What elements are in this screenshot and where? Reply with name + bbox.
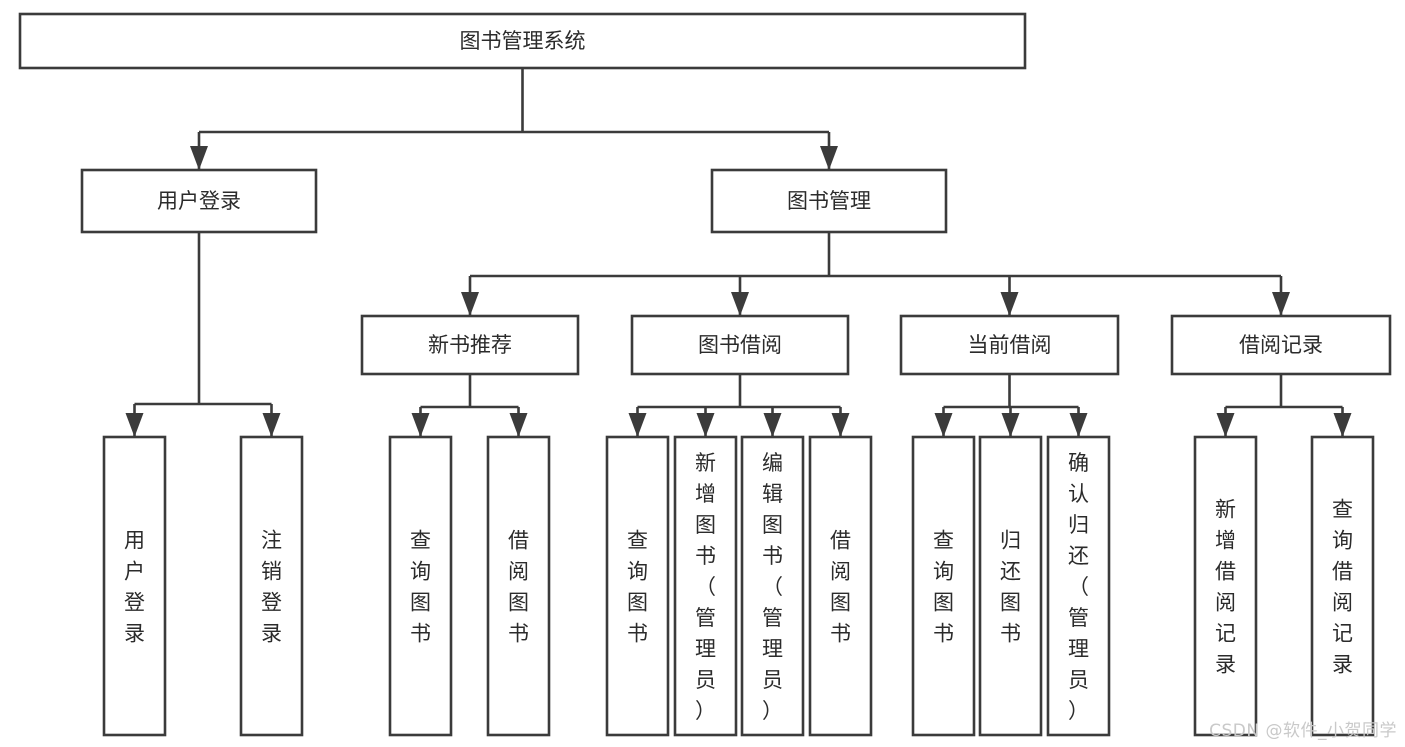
node-label: 图书管理系统 [460,29,586,53]
node-label: 归还图书 [1000,529,1021,646]
arrow-head-icon [509,413,528,437]
node-label: 注销登录 [261,529,282,646]
node-leaf-5[interactable]: 新增图书（管理员） [673,435,738,737]
node-label: 确认归还（管理员） [1068,451,1089,723]
node-box [1170,314,1392,376]
node-label: 新增借阅记录 [1215,498,1236,677]
node-leaf-8[interactable]: 查询图书 [911,435,976,737]
node-label: 查询图书 [410,529,431,646]
node-box [808,435,873,737]
node-root-system[interactable]: 图书管理系统 [18,12,1027,70]
node-box [1193,435,1258,737]
node-leaf-1[interactable]: 注销登录 [239,435,304,737]
node-leaf-7[interactable]: 借阅图书 [808,435,873,737]
node-level3-3[interactable]: 借阅记录 [1170,314,1392,376]
node-leaf-0[interactable]: 用户登录 [102,435,167,737]
arrow-head-icon [125,413,144,437]
node-box [899,314,1120,376]
node-leaf-9[interactable]: 归还图书 [978,435,1043,737]
node-leaf-3[interactable]: 借阅图书 [486,435,551,737]
node-leaf-6[interactable]: 编辑图书（管理员） [740,435,805,737]
node-label: 图书借阅 [698,333,782,357]
node-box [630,314,850,376]
arrow-head-icon [696,413,715,437]
arrow-head-icon [934,413,953,437]
node-box [486,435,551,737]
node-label: 借阅图书 [508,529,529,646]
arrow-head-icon [411,413,430,437]
node-box [605,435,670,737]
node-box [239,435,304,737]
csdn-watermark: CSDN @软件_小贺同学 [1209,721,1397,741]
node-level3-1[interactable]: 图书借阅 [630,314,850,376]
node-label: 借阅记录 [1239,333,1323,357]
node-box [388,435,453,737]
node-leaf-12[interactable]: 查询借阅记录 [1310,435,1375,737]
node-box [710,168,948,234]
node-label: 查询图书 [627,529,648,646]
node-box [360,314,580,376]
node-box [978,435,1043,737]
node-leaf-11[interactable]: 新增借阅记录 [1193,435,1258,737]
node-label: 图书管理 [787,189,871,213]
node-label: 用户登录 [124,529,145,646]
arrow-head-icon [628,413,647,437]
connector-layer [125,68,1352,437]
arrow-head-icon [1069,413,1088,437]
node-level2-1[interactable]: 图书管理 [710,168,948,234]
node-label: 用户登录 [157,189,241,213]
node-label: 查询图书 [933,529,954,646]
arrow-head-icon [461,292,479,316]
arrow-head-icon [1333,413,1352,437]
node-label: 当前借阅 [968,333,1052,357]
arrow-head-icon [763,413,782,437]
node-box [911,435,976,737]
node-leaf-4[interactable]: 查询图书 [605,435,670,737]
node-box [80,168,318,234]
arrow-head-icon [831,413,850,437]
arrow-head-icon [1272,292,1290,316]
node-level3-0[interactable]: 新书推荐 [360,314,580,376]
arrow-head-icon [820,146,838,170]
arrow-head-icon [1216,413,1235,437]
node-leaf-2[interactable]: 查询图书 [388,435,453,737]
node-box [1046,435,1111,737]
node-box [1310,435,1375,737]
arrow-head-icon [731,292,749,316]
node-label: 新书推荐 [428,333,512,357]
node-label: 编辑图书（管理员） [762,451,783,723]
node-label: 新增图书（管理员） [695,451,716,723]
arrow-head-icon [190,146,208,170]
arrow-head-icon [1000,292,1019,316]
node-box [740,435,805,737]
node-label: 借阅图书 [830,529,851,646]
node-box [102,435,167,737]
arrow-head-icon [1001,413,1020,437]
node-label: 查询借阅记录 [1332,498,1353,677]
node-box [673,435,738,737]
node-layer: 图书管理系统用户登录图书管理新书推荐图书借阅当前借阅借阅记录用户登录注销登录查询… [18,12,1392,737]
node-level2-0[interactable]: 用户登录 [80,168,318,234]
node-box [18,12,1027,70]
node-leaf-10[interactable]: 确认归还（管理员） [1046,435,1111,737]
arrow-head-icon [262,413,281,437]
node-level3-2[interactable]: 当前借阅 [899,314,1120,376]
